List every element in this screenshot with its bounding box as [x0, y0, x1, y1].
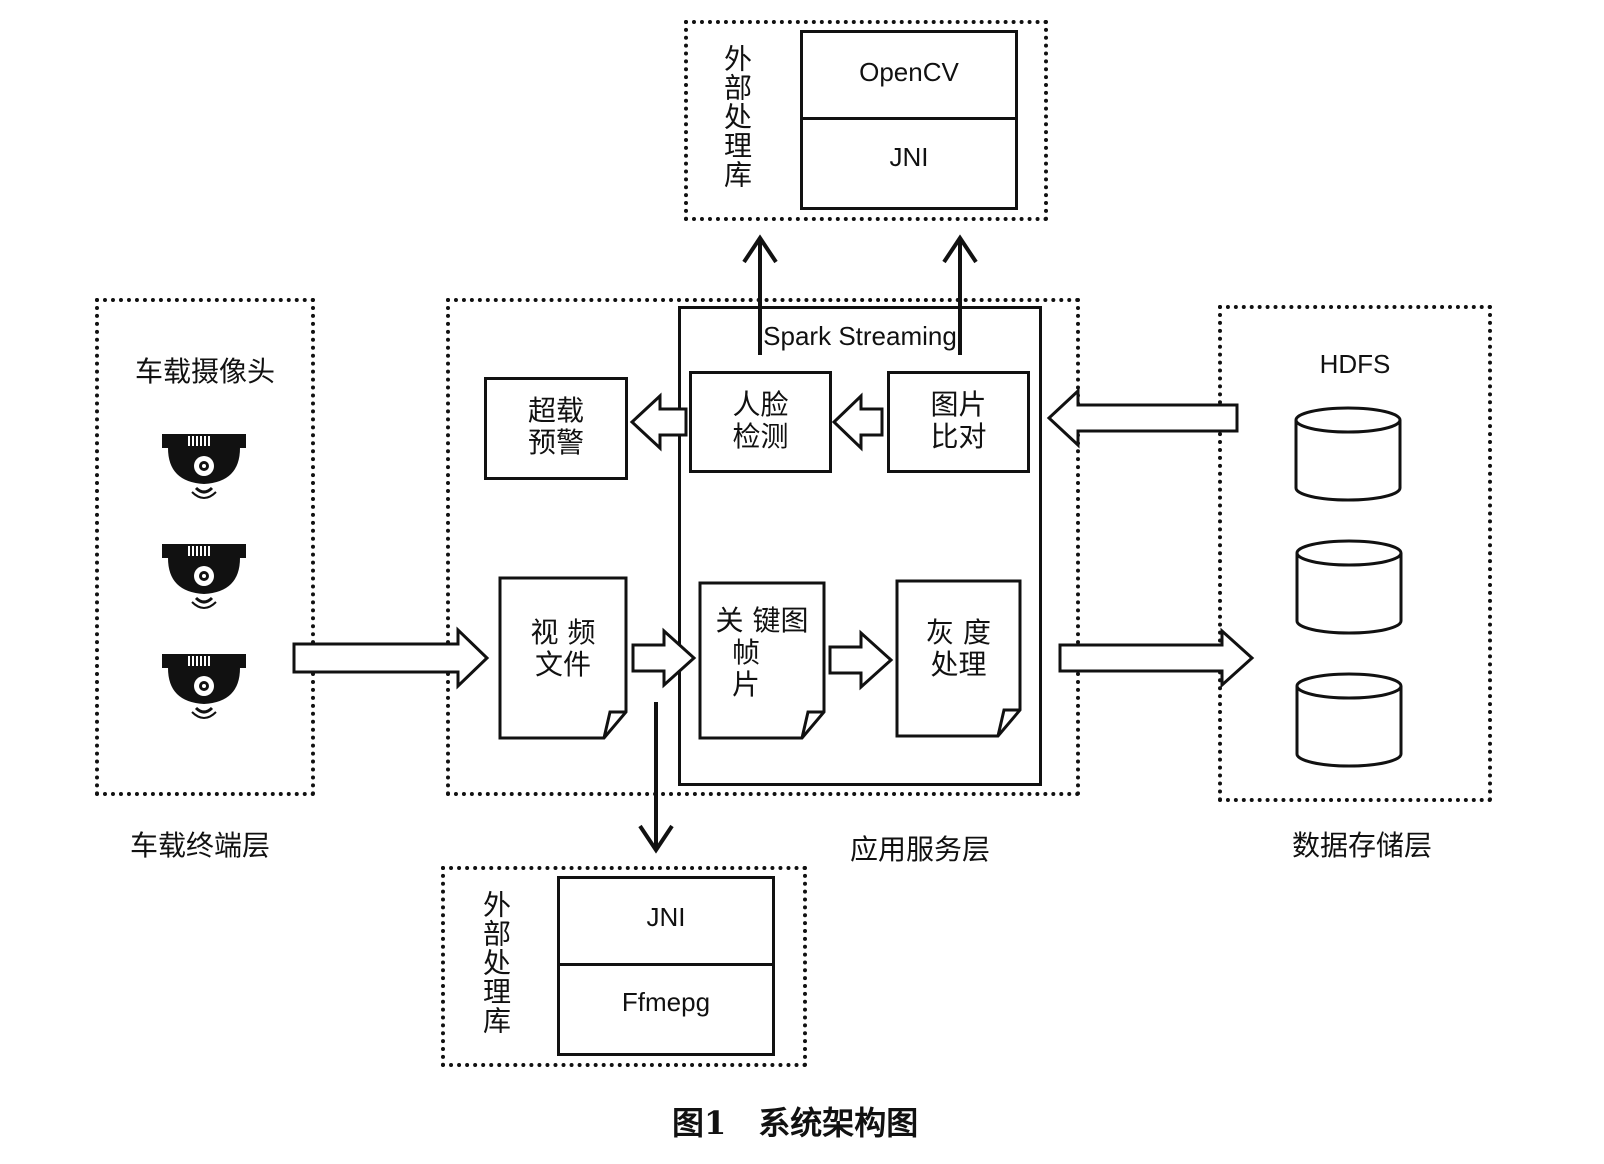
keyframe-doc	[698, 581, 826, 740]
video-file-doc-fold	[602, 710, 626, 739]
face-detect-line1: 人脸	[732, 388, 789, 421]
keyframe-line1: 关 键图	[715, 604, 809, 637]
video-to-keyframe-arrow	[631, 627, 697, 689]
database-icon	[1295, 539, 1403, 635]
stack-divider	[802, 117, 1018, 120]
face-detect-line2: 检测	[732, 420, 789, 453]
keyframe-line3: 片	[732, 668, 761, 701]
jni-ffmpeg-stack	[557, 876, 775, 1056]
storage-to-compare-arrow	[1046, 387, 1239, 449]
external-lib-bottom-box	[441, 866, 807, 1067]
hdfs-title: HDFS	[1319, 349, 1391, 379]
spark-streaming-box	[678, 306, 1042, 786]
grayscale-line1: 灰 度	[926, 616, 991, 649]
overload-alert-box	[484, 377, 628, 480]
jni-label-top: JNI	[889, 142, 929, 172]
external-lib-top-title: 外部处理库	[720, 44, 753, 189]
keyframe-to-grayscale-arrow	[828, 629, 894, 691]
camera-icon	[160, 540, 248, 615]
opencv-label: OpenCV	[859, 57, 959, 87]
grayscale-doc-fold	[996, 708, 1020, 737]
keyframe-doc-fold	[800, 710, 824, 739]
database-icon	[1294, 406, 1402, 502]
camera-group-title: 车载摄像头	[134, 355, 275, 388]
camera-to-video-arrow	[292, 626, 490, 690]
grayscale-to-storage-arrow	[1058, 627, 1255, 689]
video-file-doc	[498, 576, 628, 740]
grayscale-line2: 处理	[930, 648, 987, 681]
overload-alert-line1: 超载	[527, 394, 584, 427]
image-compare-line1: 图片	[930, 388, 987, 421]
spark-streaming-title: Spark Streaming	[763, 321, 957, 351]
camera-icon	[160, 650, 248, 725]
opencv-jni-stack	[800, 30, 1018, 210]
database-icon	[1295, 672, 1403, 768]
compare-to-face-arrow	[831, 392, 884, 452]
terminal-layer-box	[95, 298, 315, 796]
keyframe-line2: 帧	[732, 636, 761, 669]
face-to-alert-arrow	[629, 392, 688, 452]
video-file-line1: 视 频	[530, 616, 596, 649]
ffmpeg-label: Ffmepg	[621, 987, 711, 1017]
external-lib-top-box	[684, 20, 1048, 221]
storage-layer-label: 数据存储层	[1291, 829, 1432, 862]
face-detect-box	[689, 371, 832, 473]
terminal-layer-label: 车载终端层	[129, 829, 270, 862]
application-layer-box	[446, 298, 1080, 796]
image-compare-line2: 比对	[930, 420, 987, 453]
application-layer-label: 应用服务层	[849, 833, 990, 866]
figure-caption: 图1 系统架构图	[672, 1104, 919, 1142]
image-compare-box	[887, 371, 1030, 473]
storage-layer-box	[1218, 305, 1492, 802]
stack-divider	[559, 963, 775, 966]
video-file-line2: 文件	[534, 648, 591, 681]
overload-alert-line2: 预警	[527, 426, 584, 459]
grayscale-doc	[895, 579, 1022, 738]
external-lib-bottom-title: 外部处理库	[479, 890, 512, 1035]
jni-label-bottom: JNI	[646, 902, 686, 932]
camera-icon	[160, 430, 248, 505]
